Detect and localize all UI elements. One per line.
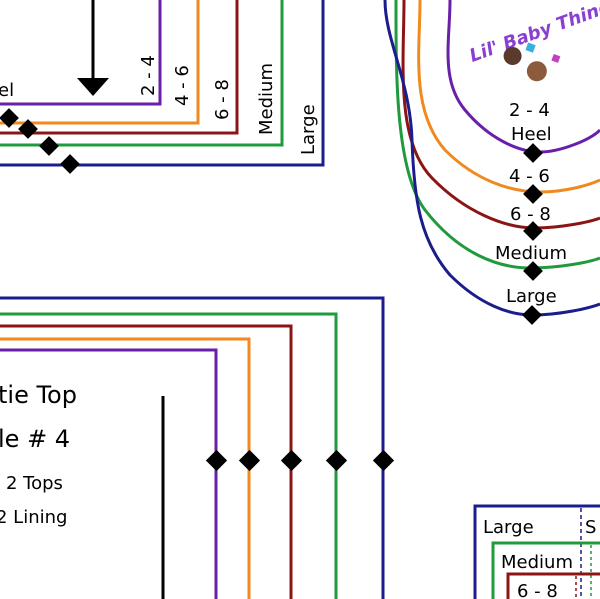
sole-label-heel: Heel <box>511 124 552 145</box>
notch-marker <box>0 108 19 128</box>
baby-figure-icon <box>503 46 522 65</box>
size-chart-large-box <box>473 504 600 599</box>
sole-line-2-4 <box>446 0 600 154</box>
sole-label-4-6: 4 - 6 <box>509 166 550 187</box>
notch-marker <box>39 136 59 156</box>
size-chart-6-8-box <box>506 572 600 599</box>
cut-instruction-1: 2 Tops <box>6 473 63 494</box>
notch-marker <box>523 184 543 204</box>
tie-line-large <box>0 296 385 599</box>
heel-label-fragment: el <box>0 80 14 101</box>
size-line-6-8 <box>0 0 239 135</box>
notch-marker <box>372 449 395 472</box>
notch-marker <box>60 154 80 174</box>
notch-marker <box>523 143 543 163</box>
size-chart-medium-label: Medium <box>501 552 573 573</box>
size-chart-medium-box <box>491 541 600 599</box>
size-chart-large-label: Large <box>483 517 534 538</box>
size-line-medium <box>0 0 284 147</box>
size-label-2-4: 2 - 4 <box>138 55 159 96</box>
notch-marker <box>280 449 303 472</box>
size-chart: Large S Medium 6 - 8 <box>473 504 600 599</box>
sole-label-6-8: 6 - 8 <box>510 204 551 225</box>
brand-logo-text: Lil' Baby Things <box>467 0 600 67</box>
tie-line-4-6 <box>0 337 251 599</box>
sole-pattern-piece: Lil' Baby Things 2 - 4 Heel 4 - 6 6 - 8 … <box>383 0 600 325</box>
size-label-medium: Medium <box>256 63 277 135</box>
piece-title-line2: le # 4 <box>0 425 70 453</box>
size-line-large <box>0 0 325 167</box>
brand-logo: Lil' Baby Things <box>467 0 600 82</box>
size-label-large: Large <box>298 104 319 155</box>
sole-label-large: Large <box>506 286 557 307</box>
notch-marker <box>205 449 228 472</box>
piece-title-line1: tie Top <box>0 381 77 409</box>
notch-marker <box>523 261 543 281</box>
sole-label-2-4: 2 - 4 <box>509 100 550 121</box>
sole-label-medium: Medium <box>495 243 567 264</box>
grain-arrow-icon <box>77 78 109 96</box>
size-label-4-6: 4 - 6 <box>172 65 193 106</box>
notch-marker <box>522 305 542 325</box>
top-left-pattern-piece: el 2 - 4 4 - 6 6 - 8 Medium Large <box>0 0 325 174</box>
size-chart-6-8-label: 6 - 8 <box>517 581 558 599</box>
tie-line-2-4 <box>0 348 218 599</box>
sole-line-4-6 <box>417 0 600 194</box>
cut-instruction-2: 2 Lining <box>0 507 67 528</box>
sole-line-large <box>383 0 600 317</box>
tie-top-pattern-piece: tie Top le # 4 2 Tops 2 Lining <box>0 296 395 599</box>
toy-block-icon <box>525 42 536 53</box>
notch-marker <box>325 449 348 472</box>
tie-line-medium <box>0 312 338 599</box>
size-chart-large-next-label: S <box>585 517 596 538</box>
size-line-4-6 <box>0 0 200 125</box>
toy-block-icon <box>551 53 561 63</box>
tie-line-6-8 <box>0 324 293 599</box>
notch-marker <box>238 449 261 472</box>
size-label-6-8: 6 - 8 <box>212 79 233 120</box>
size-line-2-4 <box>0 0 162 106</box>
baby-figure-icon <box>526 61 547 82</box>
sole-line-medium <box>394 0 600 270</box>
